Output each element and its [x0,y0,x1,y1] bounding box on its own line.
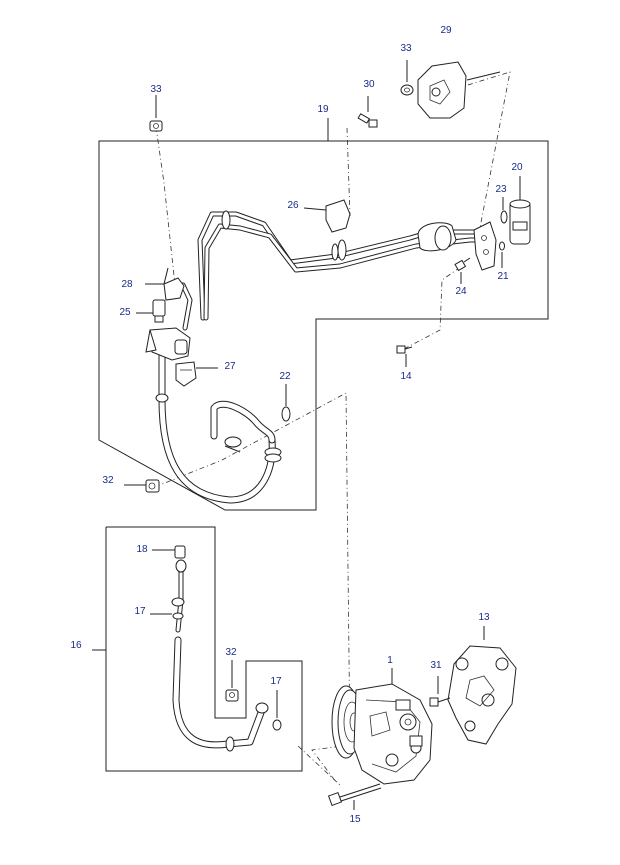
callout-26: 26 [287,200,299,211]
part-29-mounting-block [417,61,501,119]
group-frame-19 [98,118,549,511]
callout-1: 1 [387,655,393,666]
callout-17: 17 [134,606,146,617]
callout-labels: 29 33 30 33 19 20 23 26 21 24 28 25 27 14 22 32 18 17 13 16… [70,25,523,825]
part-30-bolt [357,96,378,128]
callout-16: 16 [70,640,82,651]
callout-14: 14 [400,371,412,382]
callout-19: 19 [317,104,329,115]
callout-28: 28 [121,279,133,290]
callout-25: 25 [119,307,131,318]
part-32-nut-lower [225,660,239,702]
part-24-bolt [454,257,471,284]
callout-22: 22 [279,371,291,382]
part-27-bracket [175,361,218,387]
part-13-compressor-bracket [447,626,517,745]
part-26-clip [303,199,351,233]
callout-21: 21 [497,271,509,282]
group-frame-16 [92,526,303,772]
callout-33: 33 [400,43,412,54]
callout-32: 32 [102,475,114,486]
part-20-receiver-drier [509,176,531,245]
part-33-nut-top-left [149,95,163,132]
callout-27: 27 [224,361,236,372]
dashed-centerlines [154,71,511,786]
part-28-clip [145,267,185,301]
part-25-pressure-sensor [136,299,166,323]
part-18-cap [152,545,186,559]
callout-15: 15 [349,814,361,825]
part-33-nut-top-right [400,60,414,96]
callout-31: 31 [430,660,442,671]
part-16-discharge-hose [171,559,269,752]
callout-30: 30 [363,79,375,90]
callout-20: 20 [511,162,523,173]
part-23-o-ring [500,197,508,224]
part-19-suction-liquid-pipe [145,210,497,504]
callout-13: 13 [478,612,490,623]
callout-17: 17 [270,676,282,687]
callout-33: 33 [150,84,162,95]
part-22-o-ring [281,384,291,422]
part-14-bolt [396,345,413,367]
callout-18: 18 [136,544,148,555]
callout-24: 24 [455,286,467,297]
callout-23: 23 [495,184,507,195]
callout-29: 29 [440,25,452,36]
part-15-bolt [327,783,382,810]
part-31-bolt [429,676,451,707]
part-32-nut-middle [124,479,160,493]
part-1-compressor [331,668,433,785]
part-21-o-ring [499,241,505,268]
callout-32: 32 [225,647,237,658]
part-17-o-ring-right [272,690,282,731]
